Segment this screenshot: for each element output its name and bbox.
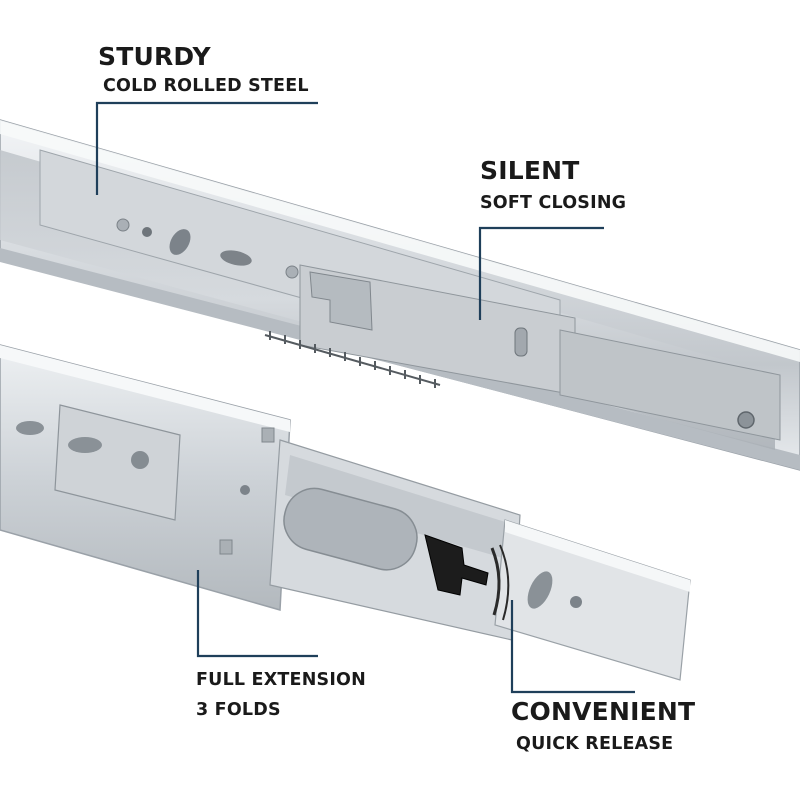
soft-close-rack [264, 331, 441, 388]
sturdy-heading: STURDY [98, 42, 211, 71]
sturdy-detail: COLD ROLLED STEEL [103, 76, 309, 96]
full-extension-leader-line [196, 570, 318, 658]
silent-heading: SILENT [480, 156, 580, 185]
full-extension-heading: FULL EXTENSION [196, 670, 366, 690]
silent-leader-line [478, 226, 604, 320]
convenient-leader-line [510, 600, 635, 694]
silent-detail: SOFT CLOSING [480, 193, 627, 213]
quick-release-lever [424, 534, 510, 621]
upper-slide-rail [0, 119, 800, 471]
full-extension-detail: 3 FOLDS [196, 700, 281, 720]
convenient-detail: QUICK RELEASE [516, 734, 674, 754]
sturdy-leader-line [95, 101, 318, 195]
convenient-heading: CONVENIENT [511, 697, 696, 726]
callout-leader-lines [95, 101, 635, 694]
lower-slide-rail [0, 344, 691, 681]
